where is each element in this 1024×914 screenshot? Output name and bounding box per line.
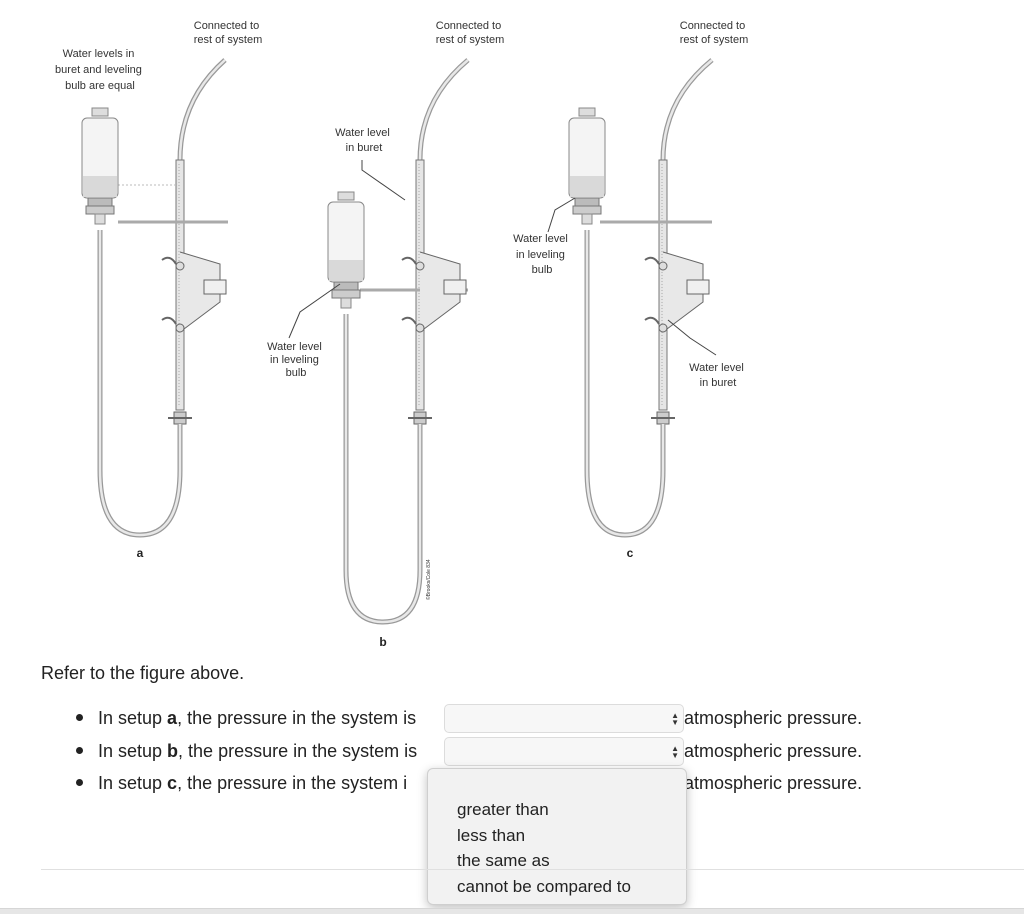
a-water-levels-label: Water levels in buret and leveling bulb … [55, 48, 145, 92]
setup-c-dropdown-menu[interactable]: greater than less than the same as canno… [427, 768, 687, 905]
question-prompt: Refer to the figure above. [41, 663, 245, 683]
a-letter: a [137, 546, 144, 560]
setup-c-drawing [568, 58, 714, 538]
setup-b-drawing [327, 58, 470, 625]
c-letter: c [627, 546, 634, 560]
b-connected-label: Connected to rest of system [436, 20, 505, 46]
c-buret-label: Water level in buret [689, 362, 747, 389]
bottom-bar [0, 908, 1024, 914]
setup-a-letter: a [167, 708, 178, 728]
b-buret-label: Water level in buret [335, 127, 393, 154]
setup-b-select[interactable]: ▲▼ [444, 736, 684, 766]
c-bulb-label: Water level in leveling bulb [513, 233, 571, 276]
c-connected-label: Connected to rest of system [680, 20, 749, 46]
b-letter: b [379, 635, 386, 649]
setup-b-letter: b [167, 740, 179, 761]
option-same-as[interactable]: the same as [457, 851, 550, 870]
select-arrows-icon: ▲▼ [671, 743, 679, 760]
select-arrows-icon: ▲▼ [671, 711, 679, 727]
apparatus-figure: Connected to rest of system Water levels… [55, 20, 749, 649]
a-connected-label: Connected to rest of system [194, 20, 263, 46]
divider [41, 869, 1024, 870]
setup-a-select[interactable]: ▲▼ [444, 704, 684, 733]
b-bulb-label: Water level in leveling bulb [267, 341, 325, 379]
option-cannot-compare[interactable]: cannot be compared to [457, 876, 631, 896]
setup-a-drawing [81, 58, 228, 538]
copyright-label: ©Brooks/Cole 834 [425, 559, 432, 600]
option-less-than[interactable]: less than [457, 825, 526, 845]
option-greater-than[interactable]: greater than [457, 800, 549, 819]
setup-c-letter: c [167, 773, 178, 793]
